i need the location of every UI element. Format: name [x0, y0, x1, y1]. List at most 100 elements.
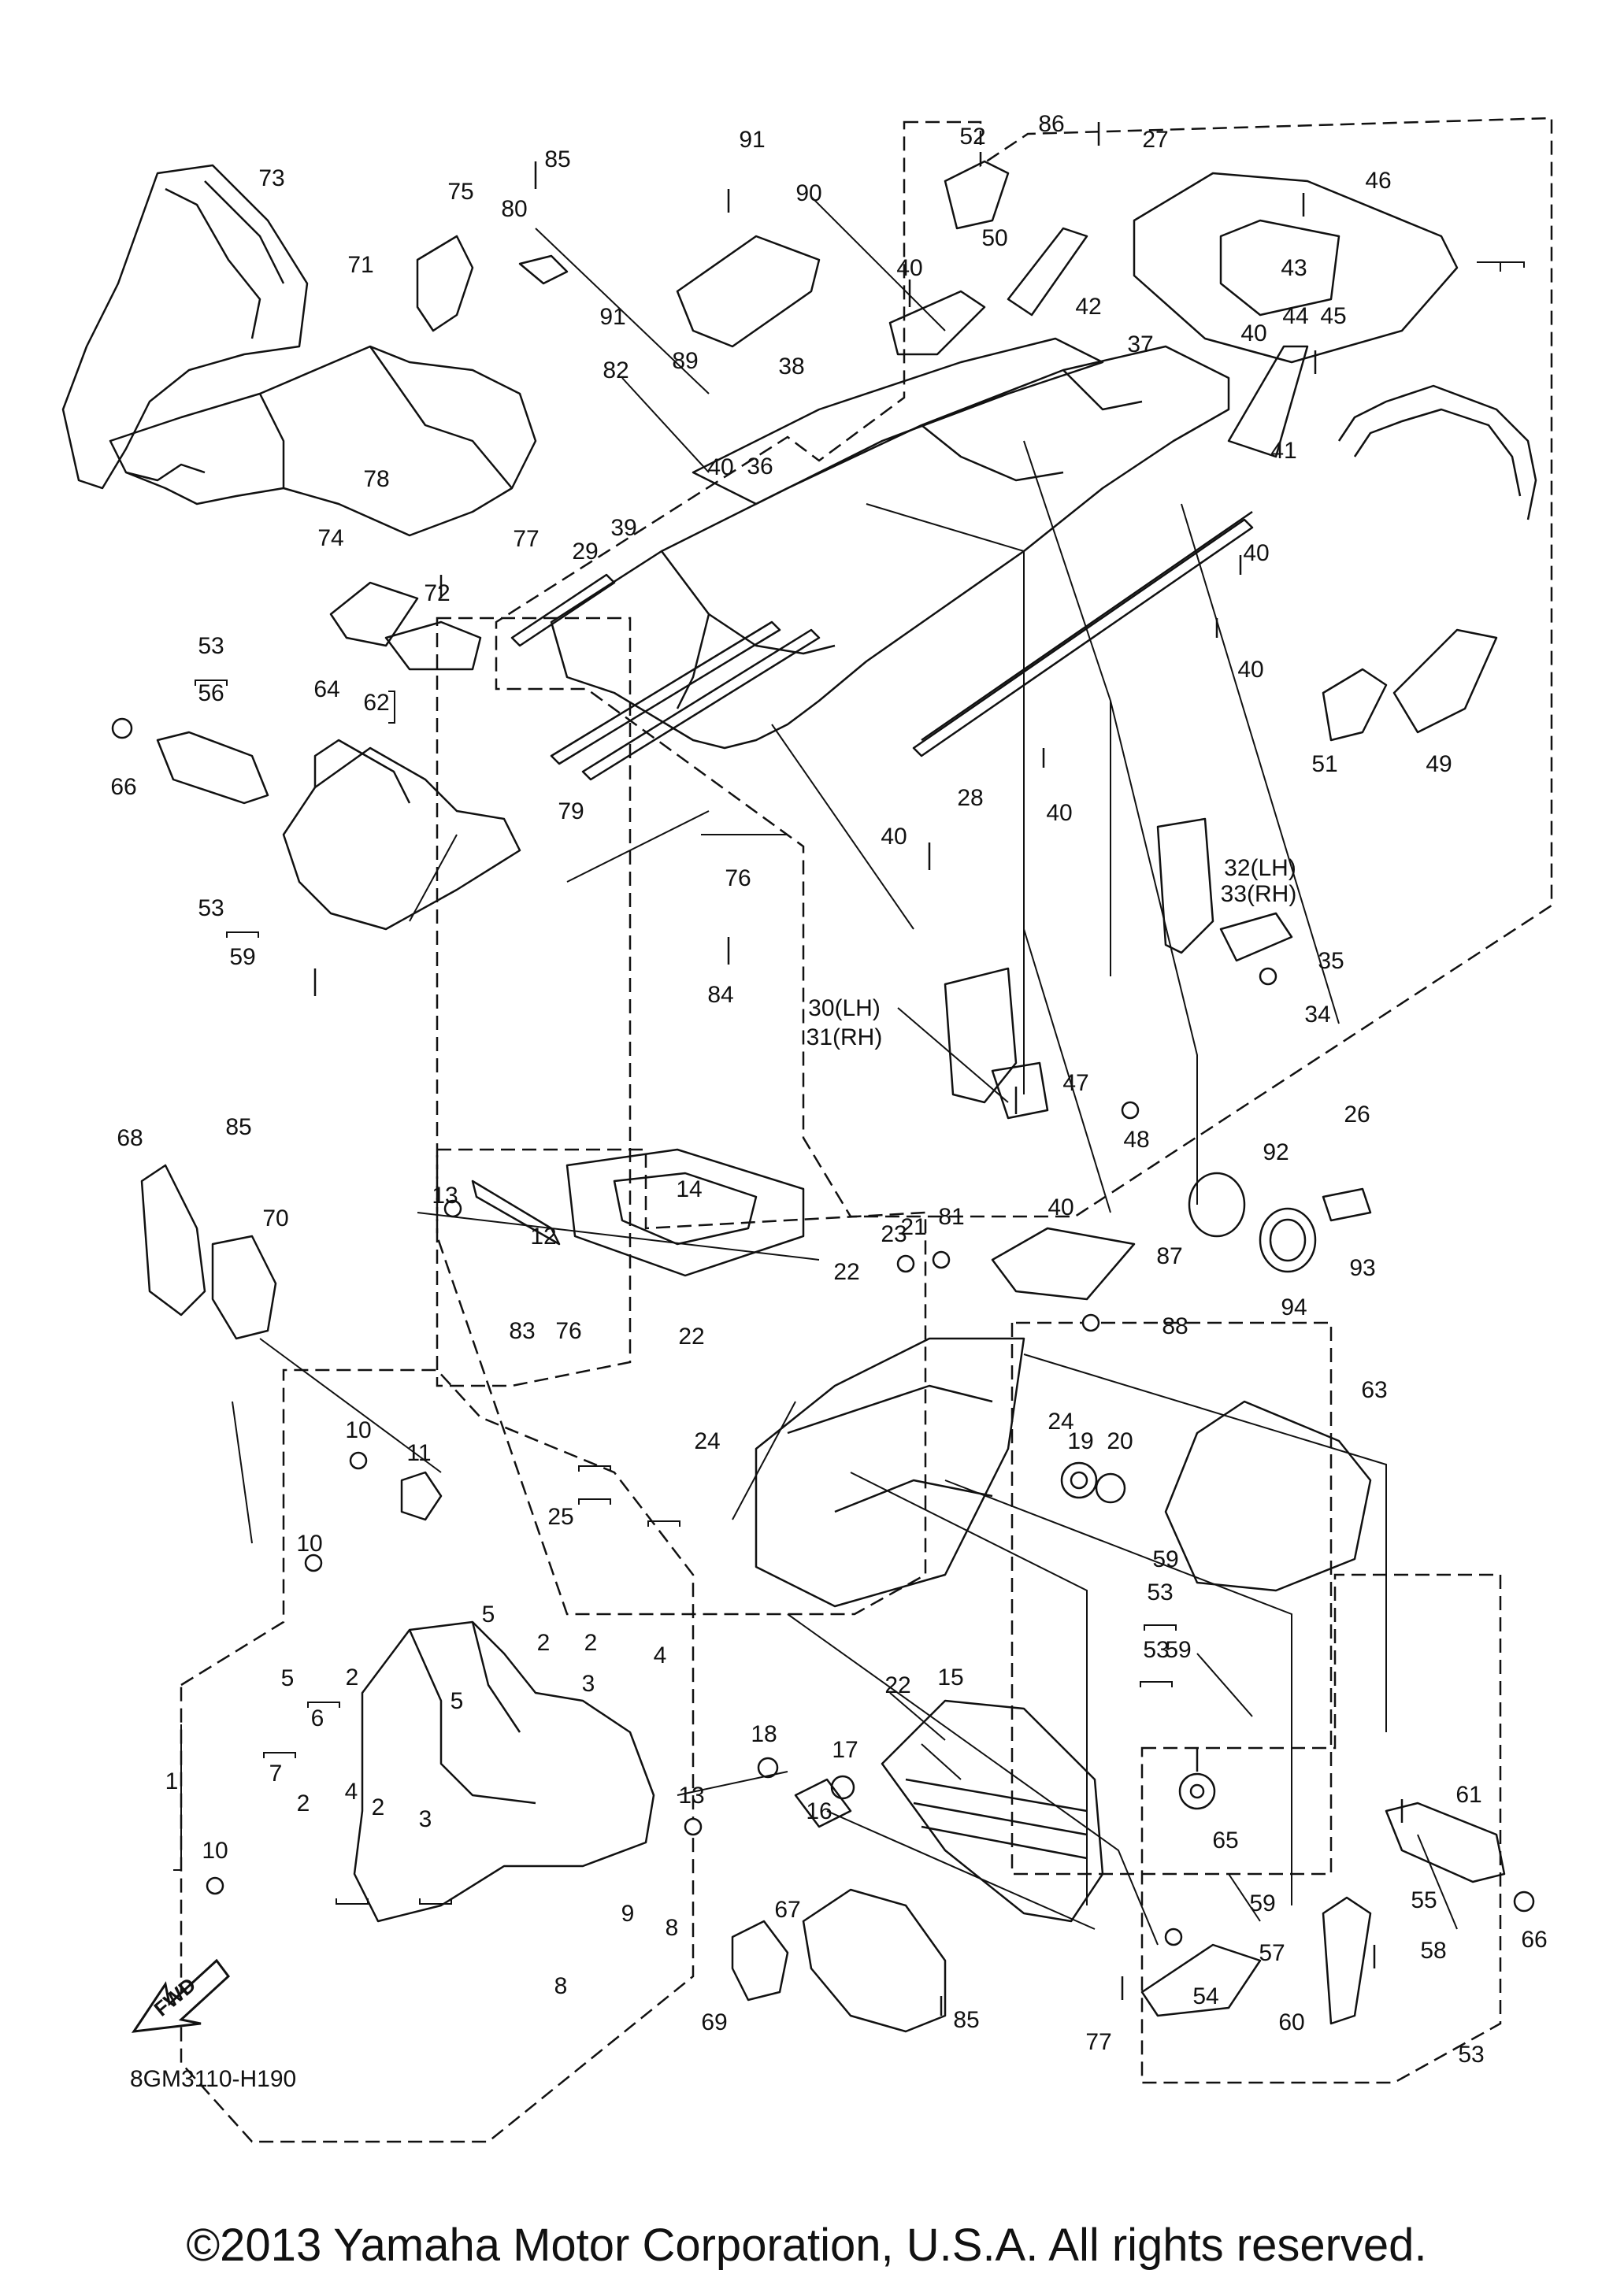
callout-42: 42	[1075, 294, 1101, 320]
bracket-64	[282, 746, 521, 931]
callout-69: 69	[701, 2009, 727, 2035]
callout-19: 19	[1067, 1428, 1093, 1454]
bracket-63	[1164, 1400, 1372, 1592]
callout-40: 40	[1048, 1194, 1073, 1220]
rail-29	[510, 573, 616, 647]
fwd-arrow-icon	[131, 1958, 231, 2033]
callout-44: 44	[1282, 303, 1308, 329]
ring-92	[1188, 1172, 1246, 1238]
callout-45: 45	[1320, 303, 1346, 329]
callout-22: 22	[884, 1672, 910, 1698]
callout-89: 89	[672, 348, 698, 374]
callout-76: 76	[725, 865, 751, 891]
callout-4: 4	[345, 1779, 358, 1805]
plate-51	[1322, 668, 1388, 742]
steering-group-boundary	[436, 617, 632, 1387]
callout-2: 2	[372, 1794, 385, 1820]
plate-49	[1392, 628, 1498, 734]
callout-58: 58	[1420, 1938, 1446, 1964]
callout-53: 53	[1143, 1637, 1169, 1663]
label-93	[1322, 1187, 1372, 1222]
bushing-16	[794, 1778, 852, 1828]
rear-bracket-group-boundary	[1140, 1573, 1502, 2084]
callout-85: 85	[953, 2007, 979, 2033]
callout-28: 28	[957, 785, 983, 811]
bracket-75	[416, 235, 474, 332]
bolt-88	[1081, 1313, 1100, 1332]
bolt-81	[932, 1250, 951, 1269]
bolt-48	[1121, 1101, 1140, 1120]
nut-10-c	[206, 1876, 224, 1895]
hub-65	[1178, 1772, 1216, 1810]
duct-67	[802, 1888, 947, 2033]
callout-4: 4	[654, 1642, 667, 1668]
callout-53: 53	[1147, 1579, 1173, 1605]
callout-66: 66	[110, 774, 136, 800]
nut-54	[1164, 1928, 1183, 1946]
callout-23: 23	[881, 1221, 907, 1247]
callout-84: 84	[707, 982, 733, 1008]
callout-35: 35	[1318, 948, 1344, 974]
callout-43: 43	[1281, 255, 1307, 281]
callout-77: 77	[513, 526, 539, 552]
callout-55: 55	[1411, 1887, 1437, 1913]
pad-74	[329, 581, 419, 647]
callout-5: 5	[482, 1602, 495, 1628]
nut-66-left	[111, 717, 133, 739]
callout-33rh: 33(RH)	[1221, 881, 1297, 907]
bulkhead-group-boundary	[436, 1148, 927, 1616]
callout-59: 59	[1152, 1546, 1178, 1572]
parts	[61, 160, 1537, 2033]
bolt-34	[1259, 967, 1277, 986]
callout-40: 40	[881, 824, 907, 850]
callout-87: 87	[1156, 1243, 1182, 1269]
bar-12	[471, 1179, 561, 1246]
bearing-19	[1060, 1461, 1098, 1499]
callout-29: 29	[572, 539, 598, 565]
bracket-57	[1140, 1943, 1262, 2017]
callout-32lh: 32(LH)	[1224, 855, 1296, 881]
callout-41: 41	[1270, 438, 1296, 464]
callout-51: 51	[1311, 751, 1337, 777]
callout-15: 15	[937, 1665, 963, 1691]
callout-22: 22	[678, 1324, 704, 1350]
bulkhead-plate-14	[565, 1148, 805, 1277]
callout-53: 53	[1458, 2042, 1484, 2068]
callout-13: 13	[678, 1783, 704, 1809]
callout-86: 86	[1038, 111, 1064, 137]
callout-68: 68	[117, 1125, 143, 1151]
callout-18: 18	[751, 1721, 777, 1747]
callout-24: 24	[1048, 1409, 1073, 1435]
rail-79-b	[581, 628, 821, 781]
bracket-41	[1227, 345, 1309, 458]
ring-20	[1095, 1472, 1126, 1504]
callout-27: 27	[1142, 127, 1168, 153]
callout-17: 17	[832, 1737, 858, 1763]
callout-46: 46	[1365, 168, 1391, 194]
callout-9: 9	[621, 1901, 635, 1927]
plate-87	[991, 1227, 1136, 1301]
front-frame-1	[353, 1620, 655, 1923]
callout-83: 83	[509, 1318, 535, 1344]
plate-55	[1385, 1802, 1506, 1883]
callout-48: 48	[1123, 1127, 1149, 1153]
callout-78: 78	[363, 466, 389, 492]
callout-25: 25	[547, 1504, 573, 1530]
front-frame-group-boundary	[180, 1368, 695, 2143]
figure-id: 8GM3110-H190	[130, 2066, 296, 2092]
bracket-80	[518, 254, 569, 285]
plate-90	[676, 235, 821, 348]
callout-40: 40	[896, 255, 922, 281]
cooler-group-boundary	[1010, 1321, 1333, 1876]
hardware	[111, 717, 1535, 1946]
callout-30lh: 30(LH)	[808, 995, 881, 1021]
callout-3: 3	[582, 1671, 595, 1697]
copyright-notice: ©2013 Yamaha Motor Corporation, U.S.A. A…	[186, 2220, 1427, 2271]
slide-rail-28	[912, 518, 1254, 757]
callout-70: 70	[262, 1205, 288, 1231]
callout-53: 53	[198, 633, 224, 659]
callout-93: 93	[1349, 1255, 1375, 1281]
guard-69	[731, 1920, 789, 2002]
callout-22: 22	[833, 1259, 859, 1285]
